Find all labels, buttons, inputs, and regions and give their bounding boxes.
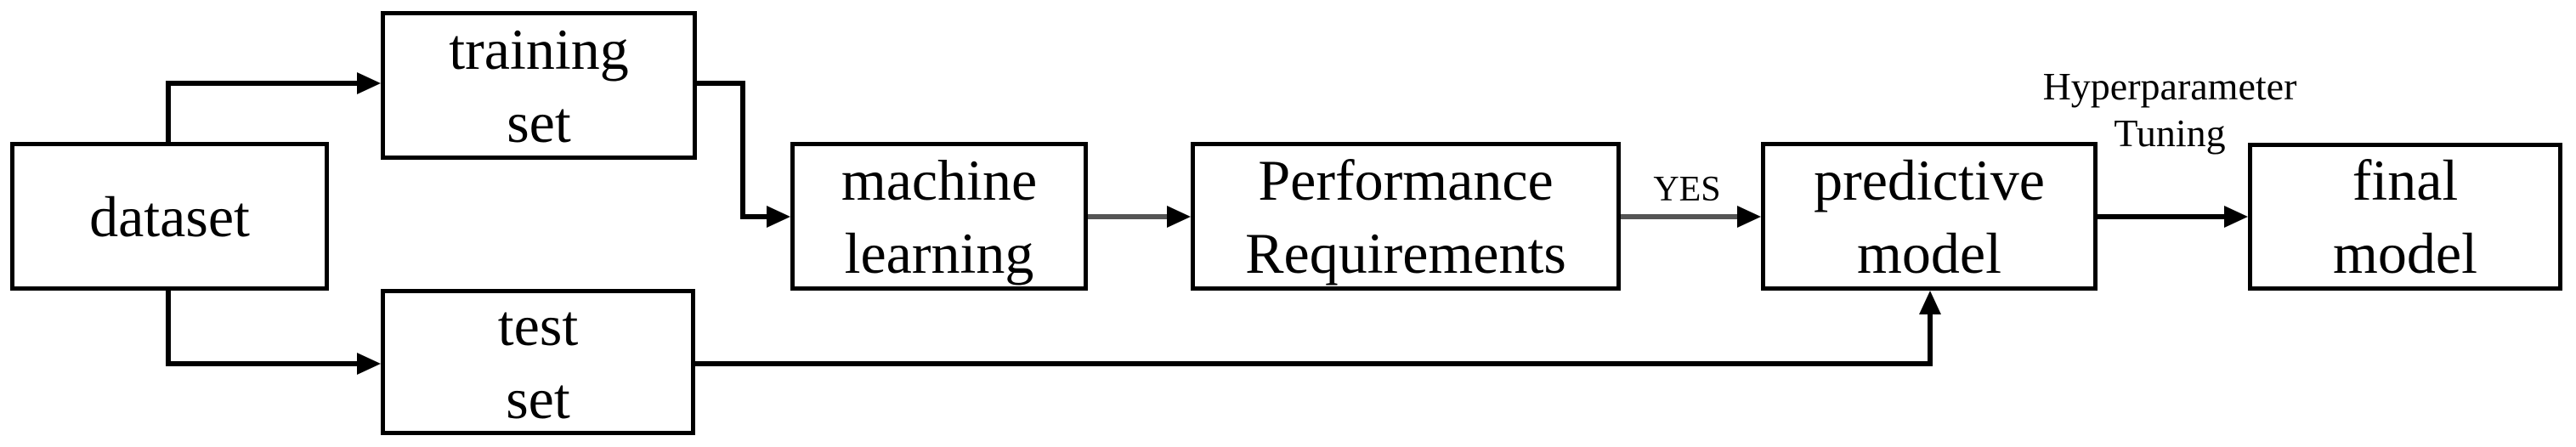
- node-training-set: training set: [381, 11, 697, 160]
- edge-training-to-ml-hline-top: [697, 81, 745, 86]
- arrowhead-dataset-to-training-icon: [357, 72, 381, 94]
- node-performance-requirements-label-line2: Requirements: [1245, 220, 1566, 286]
- edge-label-hyperparameter-tuning: Hyperparameter Tuning: [2023, 63, 2317, 156]
- arrowhead-dataset-to-test-icon: [357, 353, 381, 375]
- node-performance-requirements-label-line1: Performance: [1258, 147, 1554, 212]
- edge-training-to-ml-vline: [740, 81, 745, 219]
- node-predictive-model-label-line1: predictive: [1814, 147, 2045, 212]
- arrowhead-pr-to-predictive-icon: [1737, 206, 1761, 228]
- node-machine-learning-label-line2: learning: [844, 220, 1034, 286]
- edge-label-hyperparameter-line2: Tuning: [2114, 111, 2226, 155]
- arrowhead-ml-to-pr-icon: [1167, 206, 1191, 228]
- arrowhead-predictive-to-final-icon: [2224, 206, 2248, 228]
- node-final-model-label-line1: final: [2352, 148, 2459, 212]
- node-test-set-label-line1: test: [497, 293, 579, 358]
- edge-dataset-to-training-hline: [166, 81, 357, 86]
- edge-pr-to-predictive-hline: [1621, 214, 1737, 219]
- node-test-set: test set: [381, 289, 695, 435]
- edge-label-hyperparameter-line1: Hyperparameter: [2042, 65, 2297, 108]
- node-machine-learning-label-line1: machine: [841, 147, 1038, 212]
- node-predictive-model: predictive model: [1761, 142, 2098, 291]
- node-predictive-model-label-line2: model: [1857, 220, 2001, 286]
- node-final-model: final model: [2248, 143, 2562, 291]
- node-performance-requirements: Performance Requirements: [1191, 142, 1621, 291]
- node-final-model-label-line2: model: [2333, 221, 2477, 286]
- edge-label-yes: YES: [1653, 170, 1721, 209]
- node-machine-learning: machine learning: [790, 142, 1088, 291]
- arrowhead-training-to-ml-icon: [767, 206, 790, 228]
- node-training-set-label-line2: set: [507, 89, 571, 155]
- edge-ml-to-pr-hline: [1088, 214, 1167, 219]
- edge-training-to-ml-hline-bottom: [740, 214, 767, 219]
- edge-dataset-to-test-vline: [166, 291, 171, 366]
- node-dataset-label: dataset: [89, 184, 250, 249]
- edge-test-to-predictive-hline: [695, 361, 1933, 366]
- edge-dataset-to-training-vline: [166, 81, 171, 144]
- edge-test-to-predictive-vline: [1928, 314, 1933, 366]
- edge-predictive-to-final-hline: [2098, 214, 2224, 219]
- node-training-set-label-line1: training: [449, 16, 629, 82]
- node-test-set-label-line2: set: [506, 366, 570, 431]
- edge-dataset-to-test-hline: [166, 361, 357, 366]
- node-dataset: dataset: [10, 142, 329, 291]
- arrowhead-test-to-predictive-icon: [1919, 291, 1941, 314]
